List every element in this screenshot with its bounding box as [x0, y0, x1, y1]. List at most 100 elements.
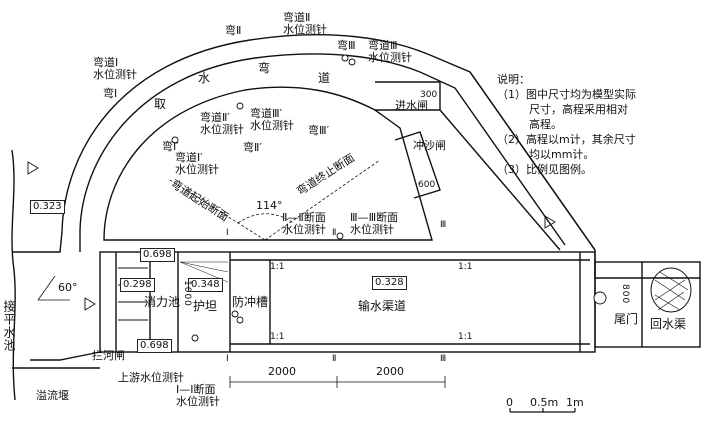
elev-0298: 0.298 — [120, 278, 155, 292]
slope-bottom-left: 1:1 — [270, 332, 285, 342]
label-inner-b1-gauge: 弯道Ⅰ′水位测针 — [175, 152, 219, 176]
label-inner-b3-line1: 弯道Ⅲ′ — [250, 107, 283, 120]
outer-wall-line — [79, 53, 566, 252]
left-boundary — [11, 149, 16, 401]
notes-panel: 说明： （1）图中尺寸均为模型实际 尺寸，高程采用相对 高程。 （2）高程以m计… — [497, 72, 707, 177]
marker-roman-1-top: Ⅰ — [226, 228, 229, 238]
label-inner-b1-line1: 弯道Ⅰ′ — [175, 151, 203, 164]
inlet-channel — [375, 81, 441, 111]
label-connect-pool: 接平水池 — [2, 300, 16, 352]
slope-bottom-right: 1:1 — [458, 332, 473, 342]
scale-label-0: 0 — [506, 396, 513, 409]
marker-roman-3-bottom: Ⅲ — [440, 354, 447, 364]
note-2-line1: （2）高程以m计，其余尺寸 — [497, 133, 636, 146]
label-section3-line2: 水位测针 — [350, 223, 394, 236]
tail-gate-wheel — [593, 291, 607, 305]
label-section1-line2: 水位测针 — [176, 395, 220, 408]
gauge-circle — [236, 316, 244, 324]
label-angle-114: 114° — [256, 199, 283, 212]
label-bend2-gauge-line2: 水位测针 — [283, 23, 327, 36]
label-bend3-section: 弯Ⅲ — [337, 39, 356, 52]
elev-0323: 0.323 — [30, 200, 65, 214]
label-upstream-gauge: 上游水位测针 — [118, 371, 184, 384]
gauge-circle — [191, 334, 199, 342]
elev-0698-bottom: 0.698 — [137, 339, 172, 353]
label-inner-b2-line2: 水位测针 — [200, 123, 244, 136]
arc-text-2: 水 — [198, 71, 211, 85]
dim-2000-second: 2000 — [376, 365, 404, 378]
slope-top-left: 1:1 — [270, 262, 285, 272]
dim-800: 800 — [620, 284, 630, 305]
marker-roman-3-top: Ⅲ — [440, 220, 447, 230]
dim-1000: 1000 — [182, 280, 192, 307]
label-bend1-gauge-line2: 水位测针 — [93, 68, 137, 81]
elev-0328: 0.328 — [372, 276, 407, 290]
label-stilling-basin: 消力池 — [144, 295, 181, 309]
flow-arrow — [544, 215, 556, 229]
label-inner-b2-gauge: 弯道Ⅱ′水位测针 — [200, 112, 244, 136]
label-bend1-section: 弯Ⅰ — [103, 87, 118, 100]
label-bend3-gauge-line2: 水位测针 — [368, 51, 412, 64]
label-spillway: 溢流堰 — [36, 389, 69, 402]
spillway-wall — [30, 351, 101, 361]
return-pool — [650, 267, 692, 313]
gauge-circle — [336, 232, 344, 240]
note-3: （3）比例见图例。 — [497, 163, 592, 176]
scale-label-half: 0.5m — [530, 396, 559, 409]
gauge-circle — [171, 136, 179, 144]
angle-arc — [237, 213, 293, 224]
label-return-canal: 回水渠 — [650, 317, 687, 331]
outflow-channel — [439, 71, 596, 251]
flow-arrow — [84, 297, 96, 311]
label-tail-gate: 尾门 — [614, 312, 639, 326]
inner-island — [103, 86, 433, 241]
scale-label-1m: 1m — [566, 396, 584, 409]
gauge-circle — [348, 58, 356, 66]
label-section2-line2: 水位测针 — [282, 223, 326, 236]
label-flush-gate: 冲沙闸 — [413, 139, 446, 152]
label-inner-b1-sec: 弯Ⅰ′ — [162, 140, 179, 153]
outer-bank-line — [12, 34, 700, 279]
bend-start-line — [169, 179, 266, 241]
label-section1: Ⅰ—Ⅰ断面水位测针 — [176, 384, 220, 408]
label-scour-trough: 防冲槽 — [232, 295, 269, 309]
label-apron: 护坦 — [193, 299, 218, 313]
label-section1-line1: Ⅰ—Ⅰ断面 — [176, 383, 216, 396]
label-section2-line1: Ⅱ—Ⅱ断面 — [282, 211, 326, 224]
marker-roman-2-bottom: Ⅱ — [332, 354, 337, 364]
label-inner-b2-sec: 弯Ⅱ′ — [243, 141, 262, 154]
note-1-line1: （1）图中尺寸均为模型实际 — [497, 88, 636, 101]
arc-text-4: 道 — [318, 71, 331, 85]
label-section2: Ⅱ—Ⅱ断面水位测针 — [282, 212, 326, 236]
label-section3-line1: Ⅲ—Ⅲ断面 — [350, 211, 399, 224]
dim-600: 600 — [418, 180, 436, 190]
notes-title: 说明： — [497, 73, 530, 86]
dim-2000-first: 2000 — [268, 365, 296, 378]
label-inner-b3-sec: 弯Ⅲ′ — [308, 124, 330, 137]
label-inlet-gate: 进水闸 — [395, 99, 428, 112]
slope-top-right: 1:1 — [458, 262, 473, 272]
return-canal-box — [594, 261, 701, 348]
label-canal: 输水渠道 — [358, 299, 407, 313]
marker-roman-2-top: Ⅱ — [332, 228, 337, 238]
note-1-line2: 尺寸，高程采用相对 — [529, 103, 628, 116]
label-bend1-gauge-line1: 弯道Ⅰ — [93, 56, 119, 69]
label-inner-b3-line2: 水位测针 — [250, 119, 294, 132]
gauge-circle — [231, 310, 239, 318]
label-bend3-gauge-line1: 弯道Ⅲ — [368, 39, 398, 52]
label-inner-b2-line1: 弯道Ⅱ′ — [200, 111, 230, 124]
gauge-circle — [236, 102, 244, 110]
marker-roman-1-bottom: Ⅰ — [226, 354, 229, 364]
flow-arrow — [27, 161, 39, 175]
elev-0348: 0.348 — [188, 278, 223, 292]
elev-0698-top: 0.698 — [140, 248, 175, 262]
label-inner-b1-line2: 水位测针 — [175, 163, 219, 176]
label-dam-gate: 拦河闸 — [92, 349, 125, 362]
gauge-circle — [341, 54, 349, 62]
arc-text-3: 弯 — [258, 61, 271, 75]
